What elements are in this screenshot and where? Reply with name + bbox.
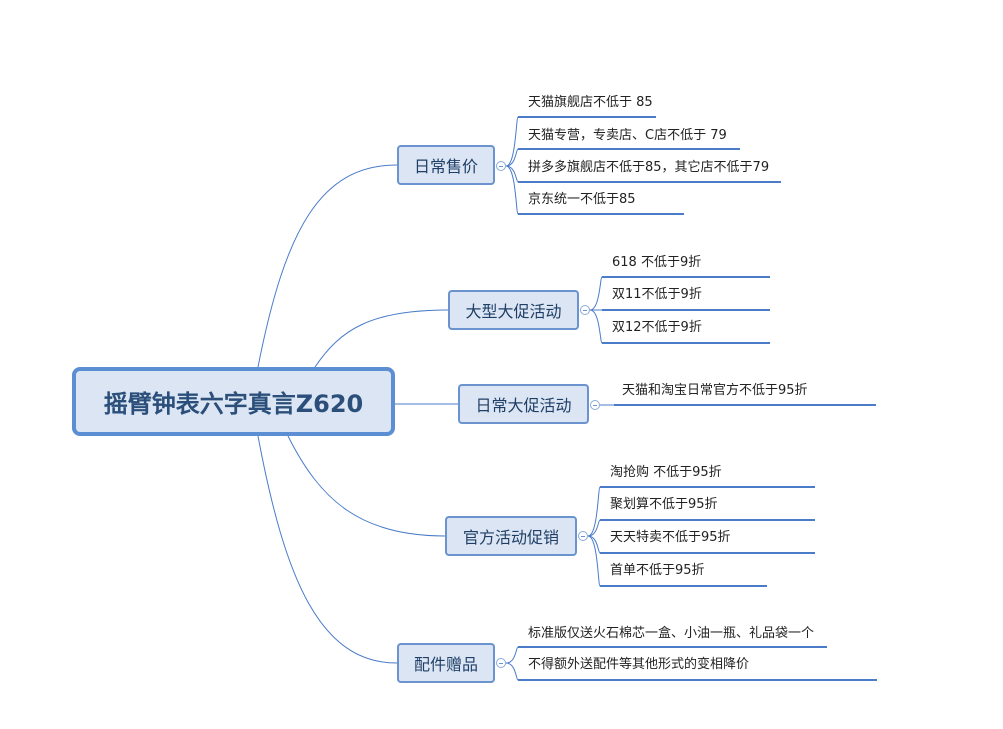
leaf-topic[interactable]: 聚划算不低于95折 <box>610 497 718 512</box>
branch-official-promotion[interactable]: 官方活动促销 <box>445 516 577 556</box>
collapse-toggle-icon[interactable] <box>578 531 588 541</box>
leaf-connector <box>587 535 815 554</box>
leaf-connector <box>587 519 815 537</box>
leaf-connector <box>589 309 770 344</box>
leaf-topic[interactable]: 首单不低于95折 <box>610 563 705 578</box>
leaf-connector <box>505 148 740 167</box>
leaf-connector <box>589 276 770 311</box>
leaf-connector <box>505 662 877 681</box>
leaf-topic[interactable]: 天天特卖不低于95折 <box>610 530 731 545</box>
leaf-topic[interactable]: 天猫旗舰店不低于 85 <box>528 95 653 110</box>
root-branch-connector <box>257 164 398 368</box>
leaf-connector <box>505 165 684 215</box>
collapse-toggle-icon[interactable] <box>580 305 590 315</box>
leaf-connector <box>505 646 827 664</box>
leaf-connector <box>505 116 656 167</box>
root-topic[interactable]: 摇臂钟表六字真言Z620 <box>72 367 395 436</box>
branch-daily-price[interactable]: 日常售价 <box>397 145 495 185</box>
leaf-topic[interactable]: 标准版仅送火石棉芯一盒、小油一瓶、礼品袋一个 <box>528 626 815 641</box>
leaf-topic[interactable]: 拼多多旗舰店不低于85，其它店不低于79 <box>528 160 770 175</box>
leaf-topic[interactable]: 618 不低于9折 <box>612 255 702 270</box>
leaf-connector <box>587 486 815 537</box>
leaf-topic[interactable]: 双12不低于9折 <box>612 320 702 335</box>
root-branch-connector <box>287 435 446 537</box>
leaf-connector <box>587 535 767 587</box>
leaf-topic[interactable]: 双11不低于9折 <box>612 287 702 302</box>
branch-daily-promotion[interactable]: 日常大促活动 <box>458 384 589 424</box>
root-branch-connector <box>314 309 449 368</box>
collapse-toggle-icon[interactable] <box>590 400 600 410</box>
branch-major-promotion[interactable]: 大型大促活动 <box>448 290 579 330</box>
branch-accessory-gifts[interactable]: 配件赠品 <box>397 643 495 683</box>
leaf-topic[interactable]: 淘抢购 不低于95折 <box>610 465 722 480</box>
collapse-toggle-icon[interactable] <box>496 161 506 171</box>
leaf-topic[interactable]: 不得额外送配件等其他形式的变相降价 <box>528 657 750 672</box>
leaf-connector <box>505 165 781 183</box>
root-branch-connector <box>257 435 398 664</box>
leaf-topic[interactable]: 京东统一不低于85 <box>528 192 636 207</box>
leaf-topic[interactable]: 天猫和淘宝日常官方不低于95折 <box>622 383 808 398</box>
leaf-topic[interactable]: 天猫专营，专卖店、C店不低于 79 <box>528 128 727 143</box>
collapse-toggle-icon[interactable] <box>496 658 506 668</box>
